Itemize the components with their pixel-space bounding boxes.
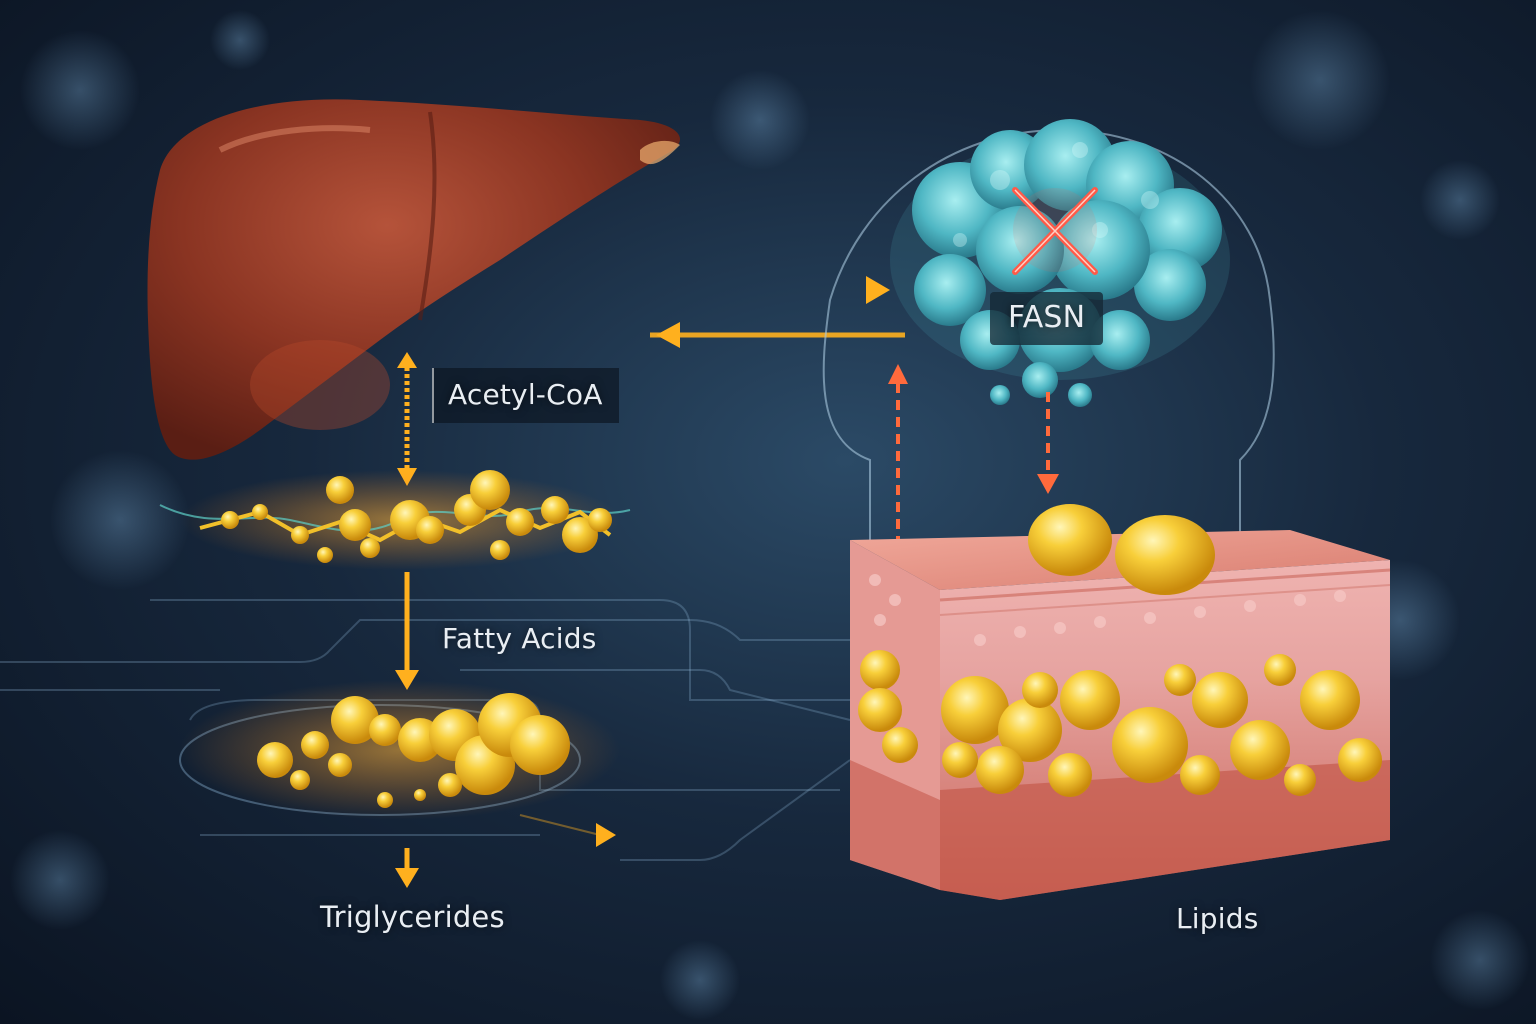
arrow-fatty-acids [395, 572, 419, 690]
fatty-acids-label: Fatty Acids [442, 622, 597, 655]
triglycerides-label: Triglycerides [320, 900, 505, 934]
fasn-label: FASN [990, 292, 1104, 345]
adipose-tissue-block [850, 504, 1391, 900]
acetyl-coa-label: Acetyl-CoA [432, 368, 619, 423]
background-bokeh [10, 10, 1530, 1020]
arrow-triglycerides-to-tissue [200, 823, 616, 847]
dashed-arrow-fasn-to-lipids [1037, 392, 1059, 494]
arrow-to-triglycerides [395, 848, 419, 888]
triglyceride-cluster [179, 680, 620, 836]
arrow-acetyl-coa [397, 352, 417, 486]
arrow-liver-to-fasn [600, 276, 905, 348]
lipids-label: Lipids [1176, 902, 1259, 935]
liver [147, 99, 680, 460]
x-mark-icon [1012, 187, 1098, 275]
fatty-acid-chain [159, 470, 631, 570]
